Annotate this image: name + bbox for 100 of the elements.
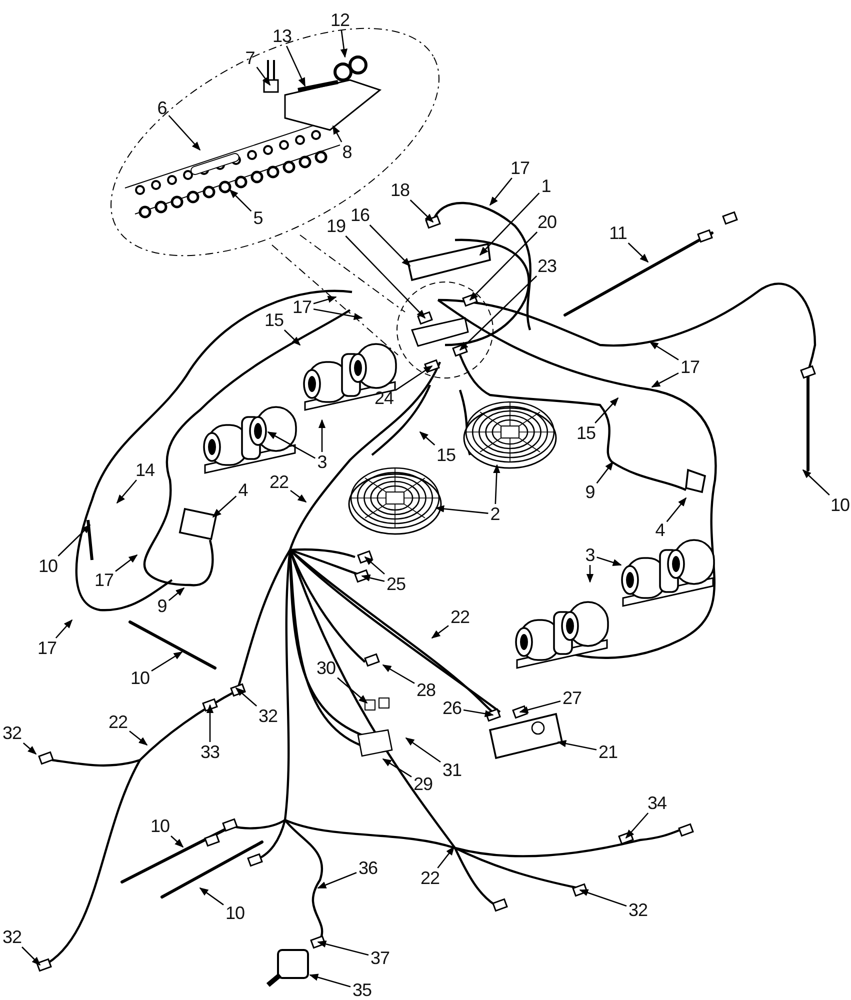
leader-line — [337, 677, 368, 704]
leader-line — [625, 812, 649, 839]
leader-line — [170, 836, 184, 848]
leader-line — [649, 341, 679, 360]
callout-number: 9 — [156, 597, 168, 615]
callout-number: 15 — [435, 446, 457, 464]
callout-number: 33 — [199, 743, 221, 761]
leader-line — [168, 587, 185, 601]
leader-line — [313, 296, 337, 304]
leader-line — [318, 419, 326, 452]
leader-line — [410, 200, 434, 223]
callout-number: 14 — [134, 461, 156, 479]
leader-line — [628, 242, 649, 263]
callout-number: 25 — [385, 575, 407, 593]
callout-number: 16 — [349, 206, 371, 224]
callout-number: 26 — [441, 699, 463, 717]
callout-number: 10 — [829, 496, 851, 514]
leader-line — [256, 66, 271, 86]
callout-number: 20 — [536, 213, 558, 231]
callout-number: 10 — [37, 557, 59, 575]
callout-number: 18 — [389, 181, 411, 199]
callout-number: 21 — [597, 743, 619, 761]
callout-number: 8 — [341, 143, 353, 161]
callout-number: 1 — [540, 177, 552, 195]
callout-number: 15 — [263, 311, 285, 329]
callout-number: 17 — [509, 159, 531, 177]
leader-line — [290, 490, 307, 503]
leader-line — [309, 974, 351, 988]
leader-line — [382, 664, 415, 684]
leader-line — [395, 365, 433, 391]
leader-line — [557, 740, 597, 750]
leader-line — [479, 192, 540, 256]
callout-number: 3 — [584, 546, 596, 564]
leader-line — [651, 372, 679, 388]
callout-number: 22 — [449, 608, 471, 626]
leader-line — [594, 397, 619, 424]
leader-line — [22, 946, 41, 966]
callout-number: 12 — [329, 11, 351, 29]
callout-number: 5 — [252, 209, 264, 227]
leader-line — [267, 431, 316, 459]
leader-line — [382, 758, 412, 778]
callout-number: 6 — [156, 99, 168, 117]
callout-number: 34 — [646, 794, 668, 812]
leader-line — [437, 846, 455, 868]
leader-line — [129, 730, 148, 746]
callout-number: 7 — [244, 49, 256, 67]
callout-number: 32 — [257, 707, 279, 725]
leader-line — [361, 574, 385, 582]
leader-line — [463, 709, 494, 718]
leader-line — [199, 887, 224, 906]
leader-line — [405, 737, 441, 763]
leader-line — [435, 505, 488, 514]
leader-line — [802, 469, 830, 496]
callout-number: 31 — [441, 761, 463, 779]
callout-number: 22 — [419, 869, 441, 887]
leader-line — [317, 872, 357, 889]
callout-number: 2 — [489, 505, 501, 523]
callout-number: 23 — [536, 257, 558, 275]
leader-line — [489, 178, 512, 206]
leader-line — [55, 619, 73, 638]
callout-number: 30 — [315, 659, 337, 677]
callout-number: 4 — [237, 481, 249, 499]
leader-line — [317, 940, 369, 956]
leader-line — [313, 308, 363, 320]
callout-number: 27 — [561, 689, 583, 707]
leader-line — [151, 651, 183, 672]
callout-number: 10 — [224, 904, 246, 922]
leader-line — [419, 431, 436, 446]
leader-line — [493, 464, 500, 504]
callout-number: 32 — [1, 724, 23, 742]
leader-line — [431, 625, 449, 639]
leader-line — [332, 125, 342, 142]
callout-number: 17 — [93, 571, 115, 589]
leader-line — [345, 236, 426, 319]
callout-number: 10 — [129, 669, 151, 687]
leader-line — [58, 524, 91, 556]
callout-number: 17 — [36, 639, 58, 657]
leader-line — [206, 704, 214, 742]
callout-number: 36 — [357, 859, 379, 877]
leader-line — [596, 556, 622, 566]
leader-line — [469, 232, 538, 301]
callout-number: 17 — [679, 358, 701, 376]
leader-line — [369, 224, 411, 267]
callout-number: 10 — [149, 817, 171, 835]
leader-line — [212, 496, 237, 518]
leader-line — [235, 687, 258, 706]
leader-line — [22, 742, 37, 755]
callout-number: 13 — [271, 27, 293, 45]
leader-line — [364, 556, 385, 574]
leader-line — [519, 700, 561, 714]
leader-line — [284, 330, 301, 346]
callout-number: 29 — [412, 775, 434, 793]
callout-number: 11 — [608, 224, 628, 242]
callout-number: 15 — [575, 424, 597, 442]
callout-number: 28 — [415, 681, 437, 699]
leader-line — [586, 565, 594, 583]
callout-number: 19 — [325, 217, 347, 235]
callout-number: 37 — [369, 949, 391, 967]
leader-line — [666, 497, 687, 522]
callout-number: 24 — [373, 389, 395, 407]
